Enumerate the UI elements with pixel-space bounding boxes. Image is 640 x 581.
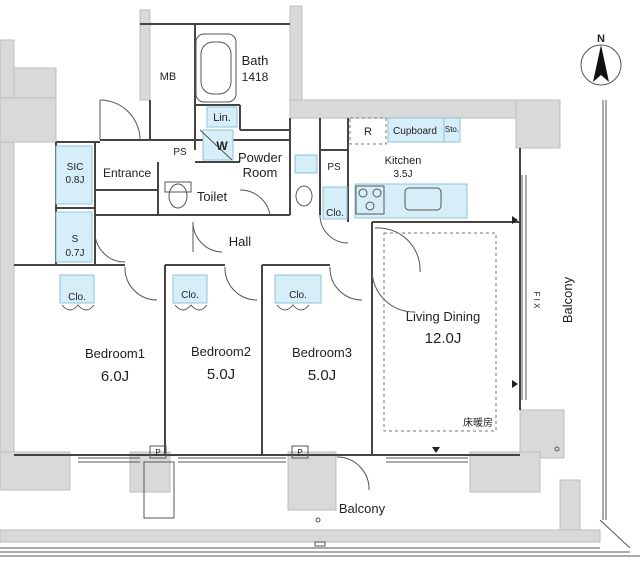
label-toilet: Toilet xyxy=(197,189,228,204)
structural-walls xyxy=(0,5,601,543)
closet-bedroom1-box xyxy=(59,274,95,304)
storage-box xyxy=(443,117,461,143)
washer-box xyxy=(202,129,234,161)
closet-bedroom2-box xyxy=(172,274,208,304)
label-ps-right: PS xyxy=(327,162,341,173)
balcony-outlines xyxy=(0,100,640,557)
label-refrigerator: R xyxy=(364,126,372,138)
label-fix: F I X xyxy=(532,292,541,310)
label-bath-size: 1418 xyxy=(242,70,269,84)
label-mb: MB xyxy=(160,71,177,83)
north-arrow-icon xyxy=(593,45,609,82)
interior-walls xyxy=(14,23,521,456)
marker-arrow xyxy=(432,447,440,453)
label-bath: Bath xyxy=(242,53,269,68)
compass-label: N xyxy=(597,33,605,45)
marker-arrow xyxy=(512,380,518,388)
sic-storage xyxy=(55,145,93,205)
label-kitchen: Kitchen xyxy=(385,155,422,167)
label-entrance: Entrance xyxy=(103,166,151,180)
closet-kitchen-box xyxy=(322,186,348,220)
fixtures xyxy=(55,106,468,304)
label-storage: Sto. xyxy=(445,125,459,134)
label-sic: SIC xyxy=(67,162,84,173)
marker-arrow xyxy=(512,216,518,224)
label-living-dining-size: 12.0J xyxy=(425,330,462,347)
label-cupboard: Cupboard xyxy=(393,126,437,137)
label-hall: Hall xyxy=(229,234,252,249)
label-balcony-bottom: Balcony xyxy=(339,501,386,516)
floor-heating-area xyxy=(383,232,497,432)
label-sic-size: 0.8J xyxy=(66,175,85,186)
label-kitchen-size: 3.5J xyxy=(394,169,413,180)
closet-bedroom3-box xyxy=(274,274,322,304)
s-storage xyxy=(55,211,93,263)
label-bedroom2-size: 5.0J xyxy=(207,366,235,383)
compass: N xyxy=(580,33,622,86)
windows xyxy=(78,175,527,463)
toilet-icon xyxy=(168,183,188,209)
cupboard-box xyxy=(387,117,445,143)
label-balcony-right: Balcony xyxy=(560,276,575,323)
label-closet-bedroom1: Clo. xyxy=(68,292,86,303)
label-bedroom3-size: 5.0J xyxy=(308,367,336,384)
label-washer: W xyxy=(216,139,228,153)
label-ps-left: PS xyxy=(173,147,187,158)
bathtub-icon xyxy=(195,33,237,103)
label-closet-kitchen: Clo. xyxy=(326,208,344,219)
label-bedroom3: Bedroom3 xyxy=(292,345,352,360)
stove-icon xyxy=(355,185,385,215)
label-bedroom2: Bedroom2 xyxy=(191,344,251,359)
label-pipe-1: P xyxy=(155,448,160,457)
label-linen: Lin. xyxy=(213,112,231,124)
ps-small xyxy=(294,154,318,174)
label-bedroom1-size: 6.0J xyxy=(101,368,129,385)
label-closet-bedroom3: Clo. xyxy=(289,290,307,301)
linen-box xyxy=(206,106,238,128)
label-pipe-2: P xyxy=(297,448,302,457)
label-storage-s-size: 0.7J xyxy=(66,248,85,259)
label-storage-s: S xyxy=(72,234,79,245)
label-floor-heating: 床暖房 xyxy=(463,416,493,429)
label-closet-bedroom2: Clo. xyxy=(181,290,199,301)
label-bedroom1: Bedroom1 xyxy=(85,346,145,361)
powder-sink-icon xyxy=(295,185,313,207)
label-living-dining: Living Dining xyxy=(406,309,480,324)
kitchen-counter xyxy=(354,183,468,219)
sanitary xyxy=(164,33,442,215)
